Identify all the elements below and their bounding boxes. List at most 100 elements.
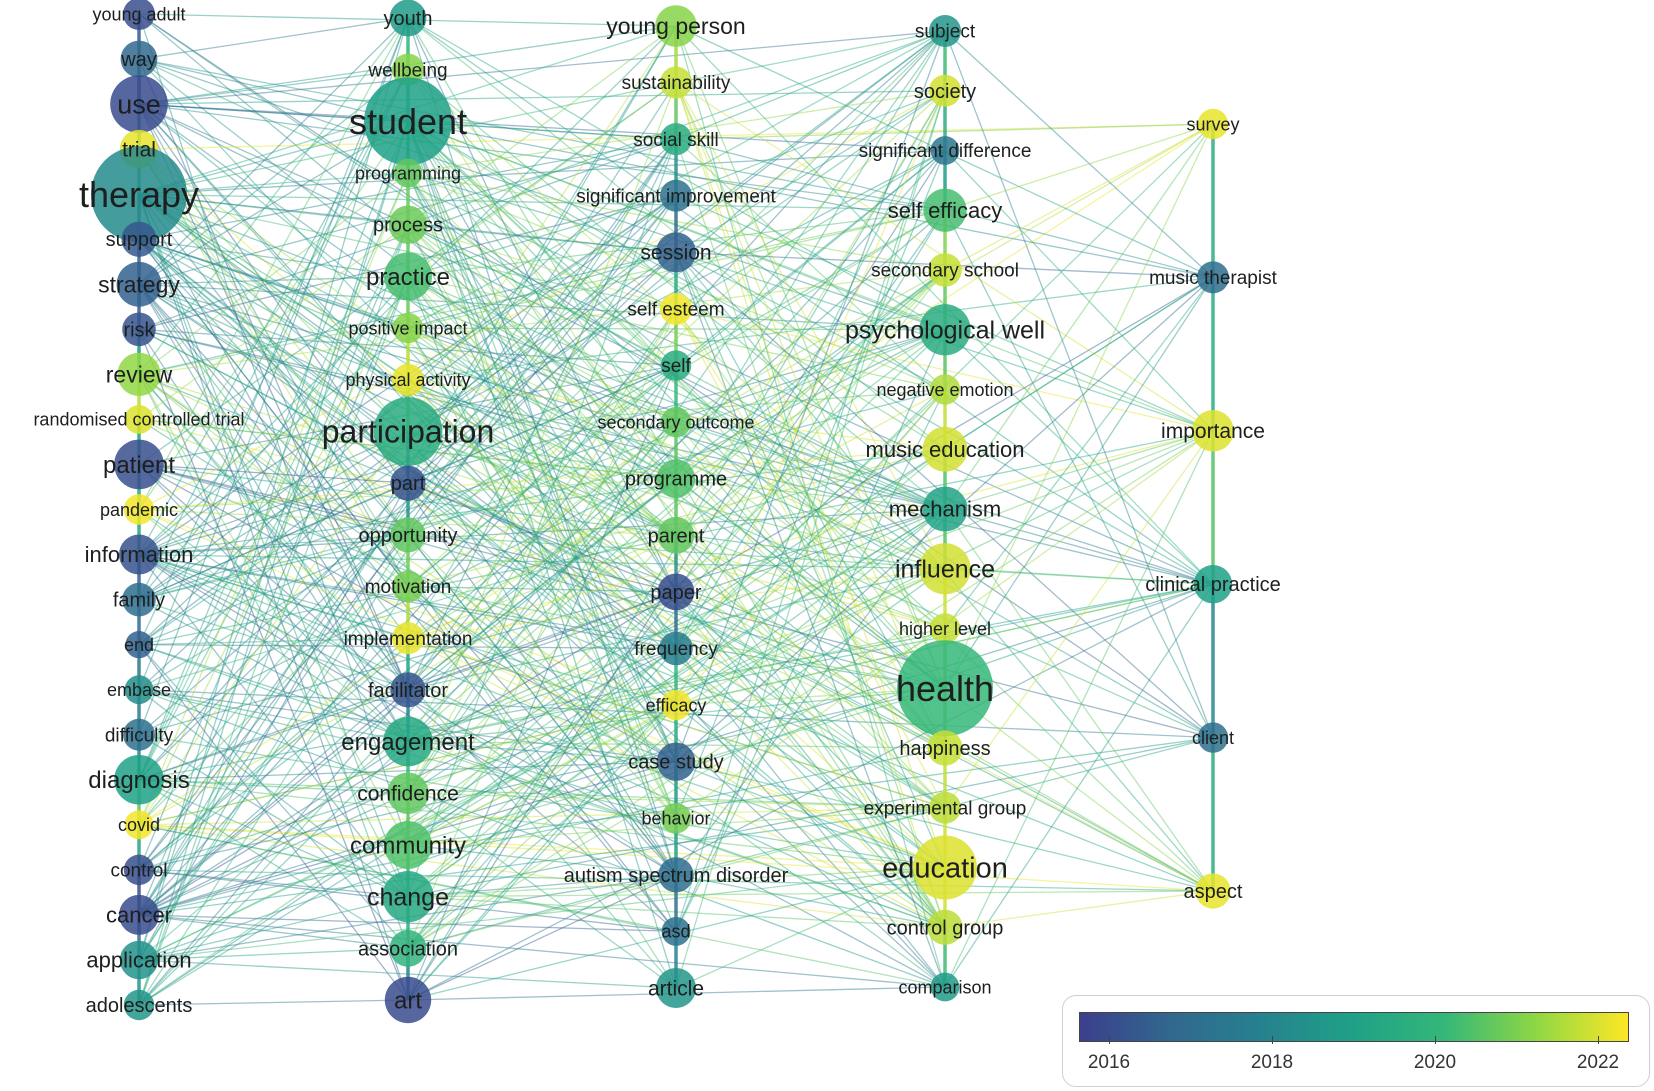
node-family[interactable] <box>122 582 156 617</box>
node-self[interactable] <box>660 350 692 381</box>
edge <box>138 283 409 433</box>
node-way[interactable] <box>120 40 158 78</box>
node-engagement[interactable] <box>383 716 433 767</box>
node-information[interactable] <box>119 534 159 575</box>
node-autism-spectrum-disorder[interactable] <box>658 857 694 893</box>
node-wellbeing[interactable] <box>392 53 424 86</box>
node-higher-level[interactable] <box>929 613 961 644</box>
node-secondary-school[interactable] <box>928 253 962 287</box>
node-article[interactable] <box>656 968 696 1008</box>
node-education[interactable] <box>913 835 977 900</box>
node-therapy[interactable] <box>91 146 187 243</box>
edge <box>138 120 409 285</box>
node-experimental-group[interactable] <box>929 791 961 824</box>
node-psychological-well[interactable] <box>919 304 971 356</box>
node-physical-activity[interactable] <box>392 363 424 396</box>
node-control[interactable] <box>123 854 155 886</box>
node-change[interactable] <box>382 871 434 923</box>
node-strategy[interactable] <box>116 261 162 307</box>
node-end[interactable] <box>125 631 153 659</box>
edge <box>407 365 677 794</box>
node-motivation[interactable] <box>392 570 424 603</box>
node-control-group[interactable] <box>927 909 963 945</box>
node-opportunity[interactable] <box>390 517 426 553</box>
edge <box>138 13 409 846</box>
node-association[interactable] <box>389 929 427 967</box>
node-paper[interactable] <box>657 573 695 611</box>
node-negative-emotion[interactable] <box>929 374 961 405</box>
node-randomised-controlled-trial[interactable] <box>124 405 154 434</box>
node-aspect[interactable] <box>1195 873 1231 909</box>
node-confidence[interactable] <box>387 772 429 815</box>
node-pandemic[interactable] <box>123 494 155 525</box>
node-embase[interactable] <box>124 675 154 705</box>
node-process[interactable] <box>388 205 428 244</box>
node-facilitator[interactable] <box>390 672 426 708</box>
node-art[interactable] <box>384 976 432 1024</box>
node-positive-impact[interactable] <box>392 312 424 344</box>
node-music-therapist[interactable] <box>1197 261 1229 294</box>
label-experimental-group: experimental group <box>864 798 1027 819</box>
node-session[interactable] <box>656 232 696 273</box>
node-efficacy[interactable] <box>660 689 692 721</box>
node-part[interactable] <box>390 465 426 501</box>
label-difficulty: difficulty <box>105 725 174 746</box>
node-parent[interactable] <box>657 516 695 554</box>
label-positive-impact: positive impact <box>348 318 467 338</box>
edge <box>138 276 409 781</box>
node-risk[interactable] <box>122 312 156 347</box>
node-self-esteem[interactable] <box>660 292 692 325</box>
node-difficulty[interactable] <box>123 718 155 751</box>
nodes-layer <box>91 0 1234 1024</box>
node-clinical-practice[interactable] <box>1193 565 1233 604</box>
node-influence[interactable] <box>919 543 971 595</box>
node-subject[interactable] <box>929 15 961 47</box>
node-mechanism[interactable] <box>922 486 968 532</box>
node-secondary-outcome[interactable] <box>660 406 692 438</box>
node-significant-improvement[interactable] <box>660 179 692 212</box>
node-frequency[interactable] <box>659 631 693 666</box>
node-application[interactable] <box>119 940 159 980</box>
node-youth[interactable] <box>389 0 427 37</box>
node-young-adult[interactable] <box>123 0 155 30</box>
node-review[interactable] <box>117 352 161 396</box>
node-implementation[interactable] <box>392 622 424 655</box>
node-cancer[interactable] <box>119 894 159 935</box>
edge <box>944 123 1214 689</box>
node-programming[interactable] <box>393 158 423 188</box>
node-practice[interactable] <box>384 252 432 301</box>
node-comparison[interactable] <box>930 972 960 1002</box>
node-diagnosis[interactable] <box>114 754 164 805</box>
node-participation[interactable] <box>373 397 443 466</box>
node-adolescents[interactable] <box>123 989 155 1021</box>
node-society[interactable] <box>929 74 961 107</box>
edge <box>138 553 946 928</box>
node-happiness[interactable] <box>927 730 963 766</box>
node-behavior[interactable] <box>660 803 692 834</box>
node-case-study[interactable] <box>656 742 696 781</box>
edge <box>138 69 409 600</box>
node-survey[interactable] <box>1197 108 1229 140</box>
edge <box>138 329 946 556</box>
node-support[interactable] <box>121 221 157 257</box>
node-asd[interactable] <box>661 917 691 946</box>
edge <box>138 238 946 570</box>
node-patient[interactable] <box>114 439 164 490</box>
node-importance[interactable] <box>1192 410 1234 452</box>
edge <box>407 430 1214 949</box>
edge <box>407 704 677 1001</box>
node-programme[interactable] <box>656 459 696 498</box>
node-sustainability[interactable] <box>660 66 692 99</box>
node-young-person[interactable] <box>655 5 697 47</box>
node-client[interactable] <box>1197 722 1229 753</box>
node-student[interactable] <box>364 77 452 166</box>
node-significant-difference[interactable] <box>930 136 960 165</box>
node-health[interactable] <box>897 640 993 737</box>
node-social-skill[interactable] <box>660 123 692 156</box>
node-use[interactable] <box>110 75 168 133</box>
node-community[interactable] <box>384 820 432 869</box>
edge <box>407 121 677 876</box>
node-self-efficacy[interactable] <box>923 188 967 232</box>
node-music-education[interactable] <box>922 426 968 472</box>
node-covid[interactable] <box>124 810 154 840</box>
